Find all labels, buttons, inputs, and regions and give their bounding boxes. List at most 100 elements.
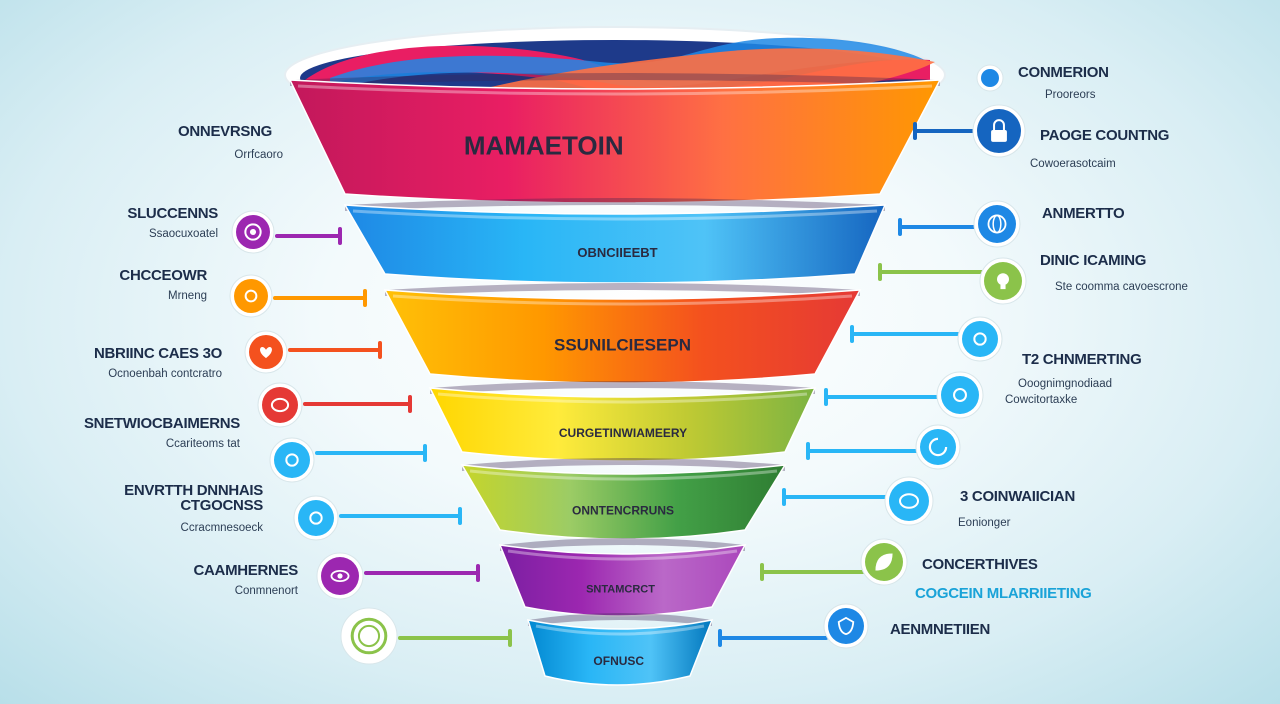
- label-right-3: DINIC ICAMING Ste coomma cavoescrone: [1040, 252, 1188, 293]
- label-subtitle: Orrfcaoro: [234, 149, 283, 161]
- label-subtitle: Mrneng: [168, 290, 207, 302]
- funnel-band-5: ONNTENCRRUNS: [460, 458, 787, 540]
- label-right-0: CONMERION Prooreors: [1018, 64, 1109, 101]
- label-title: T2 CHNMERTING: [1022, 351, 1141, 368]
- eye-icon: [316, 552, 364, 600]
- label-right-10: AENMNETIIEN: [890, 621, 990, 638]
- funnel-band-label-1: MAMAETOIN: [464, 131, 624, 161]
- icon-right-0: [976, 64, 1004, 92]
- connector-right-5: [824, 388, 941, 406]
- connector-right-2: [898, 218, 977, 236]
- connector-left-2: [273, 289, 367, 307]
- funnel-band-label-7: OFNUSC: [593, 654, 644, 668]
- label-title: 3 COINWAIICIAN: [960, 488, 1075, 505]
- funnel-band-label-6: SNTAMCRCT: [586, 584, 655, 596]
- label-title: CAAMHERNES: [193, 562, 298, 579]
- connector-left-8: [398, 629, 512, 647]
- label-title: DINIC ICAMING: [1040, 252, 1146, 269]
- label-right-4: T2 CHNMERTING Ooognimgnodiaad: [1018, 351, 1142, 390]
- funnel-band-7: OFNUSC: [526, 613, 714, 686]
- chat-icon: [257, 382, 303, 428]
- label-subtitle: Ocnoenbah contcratro: [108, 368, 222, 380]
- connector-right-10: [718, 629, 828, 647]
- funnel-band-label-2: OBNCIIEEBT: [577, 245, 657, 260]
- label-subtitle: Ooognimgnodiaad: [1018, 378, 1112, 390]
- connector-left-6: [339, 507, 462, 525]
- label-left-3: NBRIINC CAES 3O Ocnoenbah contcratro: [94, 345, 223, 380]
- label-title-2: CTGOCNSS: [180, 497, 263, 514]
- label-title: SNETWIOCBAIMERNS: [84, 415, 240, 432]
- money-icon: [936, 371, 984, 419]
- label-title: SLUCCENNS: [127, 205, 218, 222]
- label-title: NBRIINC CAES 3O: [94, 345, 223, 362]
- label-title: ENVRTTH DNNHAIS: [124, 482, 263, 499]
- bulb-icon: [979, 257, 1027, 305]
- label-title: ANMERTTO: [1042, 205, 1125, 222]
- shield-icon: [823, 603, 869, 649]
- connector-right-7: [782, 488, 889, 506]
- lock-icon: [972, 104, 1026, 158]
- connector-left-7: [364, 564, 480, 582]
- label-title: COGCEIN MLARRIIETING: [915, 585, 1092, 602]
- funnel-bands: MAMAETOIN OBNCIIEEBT SSUNILCIESEPN CURGETIN…: [288, 73, 942, 686]
- side-labels: ONNEVRSNGOrrfcaoroSLUCCENNSSsaocuxoatelC…: [84, 64, 1188, 638]
- funnel-band-label-4: CURGETINWIAMEERY: [559, 426, 687, 440]
- label-subtitle: Ccracmnesoeck: [181, 522, 264, 534]
- label-right-9: COGCEIN MLARRIIETING: [915, 585, 1092, 602]
- funnel-band-label-5: ONNTENCRRUNS: [572, 504, 674, 518]
- hand-icon: [229, 274, 273, 318]
- label-subtitle: Conmnenort: [235, 585, 299, 597]
- connector-left-1: [275, 227, 342, 245]
- label-left-1: SLUCCENNS Ssaocuxoatel: [127, 205, 218, 240]
- connector-right-8: [760, 563, 865, 581]
- connector-right-4: [850, 325, 962, 343]
- heart-icon: [244, 330, 288, 374]
- ring-icon: [340, 607, 398, 665]
- refresh-icon: [915, 424, 961, 470]
- connector-right-3: [878, 263, 984, 281]
- label-title: CONCERTHIVES: [922, 556, 1038, 573]
- connector-lines: [273, 122, 984, 647]
- funnel-band-label-3: SSUNILCIESEPN: [554, 336, 691, 355]
- label-title: PAOGE COUNTNG: [1040, 127, 1169, 144]
- label-subtitle: Prooreors: [1045, 89, 1096, 101]
- funnel-band-3: SSUNILCIESEPN: [383, 283, 862, 384]
- label-left-6: CAAMHERNES Conmnenort: [193, 562, 298, 597]
- label-subtitle: Ccariteoms tat: [166, 438, 241, 450]
- handshake-icon: [957, 316, 1003, 362]
- funnel-band-6: SNTAMCRCT: [498, 538, 747, 617]
- cloud-icon: [269, 437, 315, 483]
- label-right-8: CONCERTHIVES: [922, 556, 1038, 573]
- label-subtitle: Cowoerasotcaim: [1030, 158, 1116, 170]
- label-subtitle: Cowcitortaxke: [1005, 394, 1077, 406]
- connector-left-3: [288, 341, 382, 359]
- label-title: CONMERION: [1018, 64, 1109, 81]
- label-right-1: PAOGE COUNTNG Cowoerasotcaim: [1030, 127, 1169, 170]
- label-left-2: CHCCEOWR Mrneng: [119, 267, 207, 302]
- label-title: CHCCEOWR: [119, 267, 207, 284]
- label-title: ONNEVRSNG: [178, 123, 272, 140]
- connector-right-6: [806, 442, 920, 460]
- connector-left-4: [303, 395, 412, 413]
- label-right-7: 3 COINWAIICIAN Eonionger: [958, 488, 1075, 529]
- label-left-0: ONNEVRSNG Orrfcaoro: [178, 123, 283, 161]
- globe-icon: [973, 200, 1021, 248]
- connector-left-5: [315, 444, 427, 462]
- label-left-4: SNETWIOCBAIMERNS Ccariteoms tat: [84, 415, 241, 450]
- label-right-2: ANMERTTO: [1042, 205, 1125, 222]
- label-subtitle: Ste coomma cavoescrone: [1055, 281, 1188, 293]
- label-right-5: Cowcitortaxke: [1005, 394, 1077, 406]
- chat-bubble-icon: [884, 476, 934, 526]
- target-icon: [231, 210, 275, 254]
- icon-circles: [229, 64, 1027, 665]
- label-subtitle: Eonionger: [958, 517, 1011, 529]
- connector-right-1: [913, 122, 977, 140]
- funnel-band-1: MAMAETOIN: [288, 73, 942, 204]
- label-subtitle: Ssaocuxoatel: [149, 228, 218, 240]
- label-title: AENMNETIIEN: [890, 621, 990, 638]
- funnel-band-2: OBNCIIEEBT: [343, 198, 887, 284]
- hand-point-icon: [293, 495, 339, 541]
- funnel-band-4: CURGETINWIAMEERY: [428, 381, 817, 462]
